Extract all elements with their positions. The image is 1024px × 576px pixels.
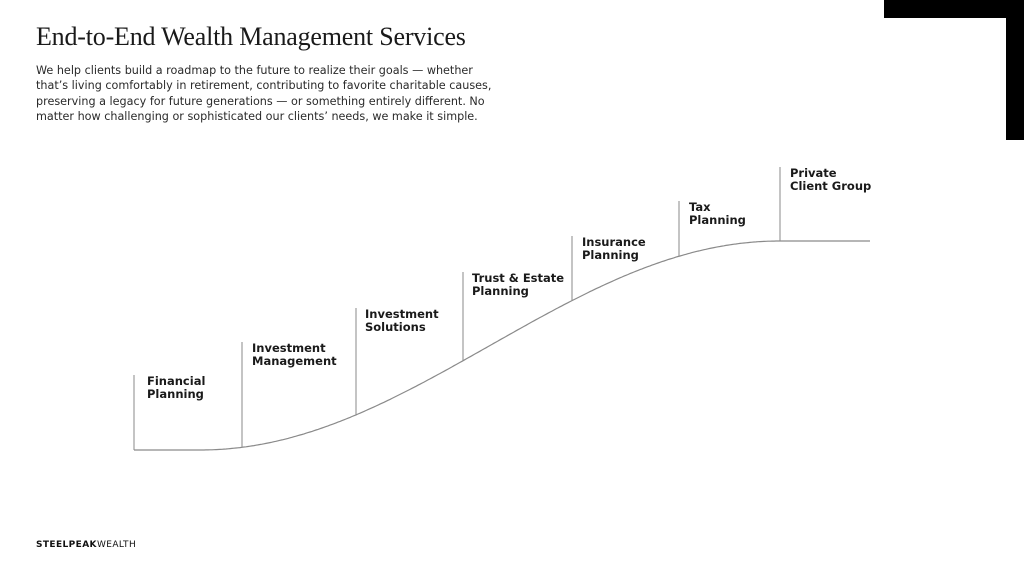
step-label-insurance-planning: Insurance Planning [582,236,646,262]
corner-accent-top [884,0,1006,18]
step-markers [133,167,781,450]
step-label-tax-planning: Tax Planning [689,201,746,227]
logo-wordmark-light: WEALTH [96,540,137,550]
step-label-investment-solutions: Investment Solutions [365,308,439,334]
step-label-line2: Management [252,354,337,368]
step-label-line2: Planning [147,387,204,401]
step-label-investment-management: Investment Management [252,342,337,368]
corner-accent-bar [1006,0,1024,140]
page-description: We help clients build a roadmap to the f… [36,64,492,123]
step-label-line1: Private [790,166,837,180]
logo-wordmark-bold: STEELPEAK [36,540,97,550]
step-label-line2: Client Group [790,179,872,193]
step-label-line2: Planning [582,248,639,262]
page-title: End-to-End Wealth Management Services [36,22,466,51]
step-label-trust-estate-planning: Trust & Estate Planning [472,272,564,298]
step-label-line1: Investment [365,307,439,321]
step-label-line1: Investment [252,341,326,355]
step-label-private-client-group: Private Client Group [790,167,871,193]
roadmap-curve [134,240,870,451]
step-label-line2: Solutions [365,320,426,334]
step-label-line2: Planning [689,213,746,227]
step-label-line2: Planning [472,284,529,298]
step-label-line1: Tax [689,200,711,214]
company-logo: STEELPEAKWEALTH [36,540,136,550]
step-label-line1: Financial [147,374,206,388]
step-label-line1: Insurance [582,235,646,249]
step-label-financial-planning: Financial Planning [147,375,205,401]
step-label-line1: Trust & Estate [472,271,565,285]
